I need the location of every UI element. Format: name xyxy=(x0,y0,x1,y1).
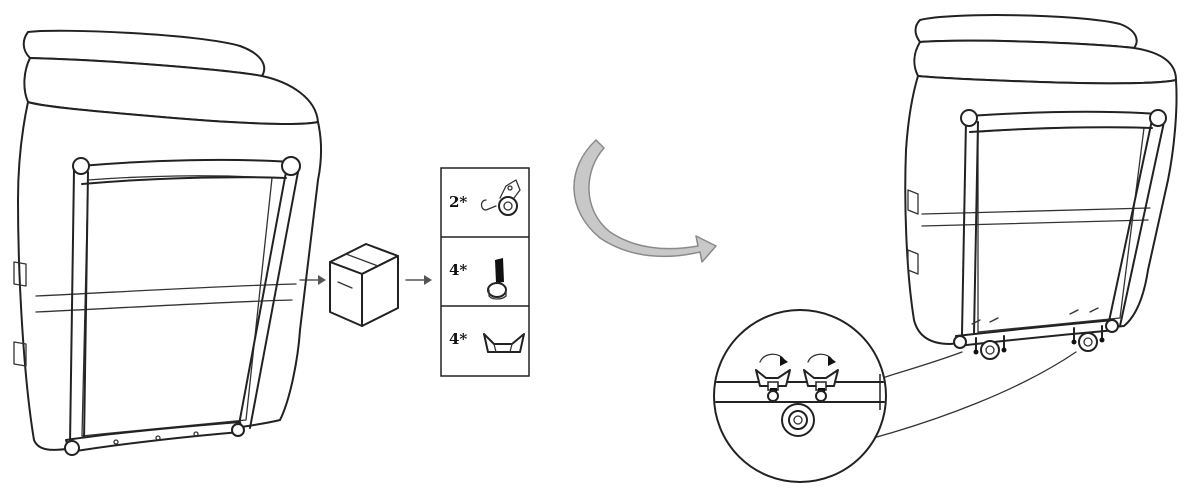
detail-callout-lines xyxy=(865,351,1077,441)
chair-back-after xyxy=(904,14,1178,360)
arrow-to-box xyxy=(299,275,326,285)
caster-wheel-detail-icon xyxy=(781,403,815,437)
rotate-arrow-icon xyxy=(807,353,836,366)
wing-nut-detail-icon xyxy=(803,369,839,402)
detail-magnifier xyxy=(713,309,887,483)
arrow-to-parts xyxy=(405,275,432,285)
wing-nut-icon xyxy=(483,333,525,353)
parts-list: 2* 4* 4* xyxy=(440,167,530,377)
part-qty: 4* xyxy=(449,330,467,348)
bolt-icon xyxy=(487,258,507,300)
caster-wheel-icon xyxy=(480,179,521,216)
part-qty: 4* xyxy=(449,261,467,279)
rotate-arrow-icon xyxy=(759,353,788,366)
flip-over-arrow xyxy=(573,139,717,263)
wing-nut-detail-icon xyxy=(755,369,791,402)
parts-box-icon xyxy=(329,243,399,327)
part-qty: 2* xyxy=(449,193,467,211)
chair-back-before xyxy=(13,29,322,456)
